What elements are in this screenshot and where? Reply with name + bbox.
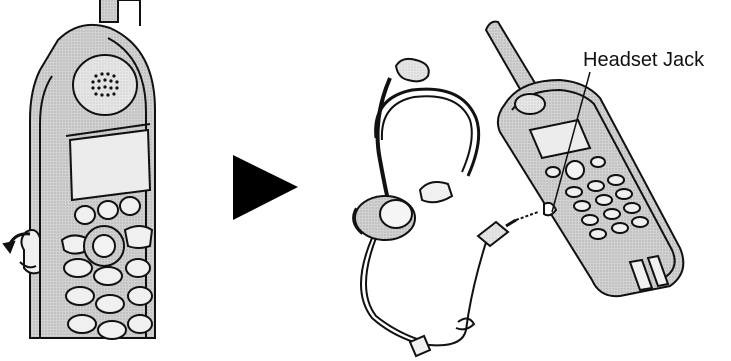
- talk-key: [62, 235, 86, 253]
- soft-key: [98, 201, 118, 219]
- display-screen: [70, 130, 150, 200]
- headset-plug: [478, 222, 508, 246]
- soft-key: [75, 206, 95, 224]
- right-triangle-arrow-icon: [233, 155, 298, 220]
- keypad: [64, 259, 152, 339]
- handset-closeup-illustration: [4, 0, 155, 339]
- earpiece: [73, 55, 137, 115]
- headband: [376, 89, 479, 176]
- cord-clip: [410, 336, 430, 356]
- mic-boom: [378, 78, 390, 200]
- headset-jack-label: Headset Jack: [583, 50, 704, 70]
- earpiece: [515, 94, 545, 114]
- off-key: [125, 226, 152, 248]
- back-pad: [420, 182, 452, 202]
- nav-key: [566, 161, 584, 179]
- headset-cord: [361, 236, 488, 345]
- microphone: [396, 59, 429, 81]
- antenna: [100, 0, 118, 22]
- soft-key: [120, 197, 140, 215]
